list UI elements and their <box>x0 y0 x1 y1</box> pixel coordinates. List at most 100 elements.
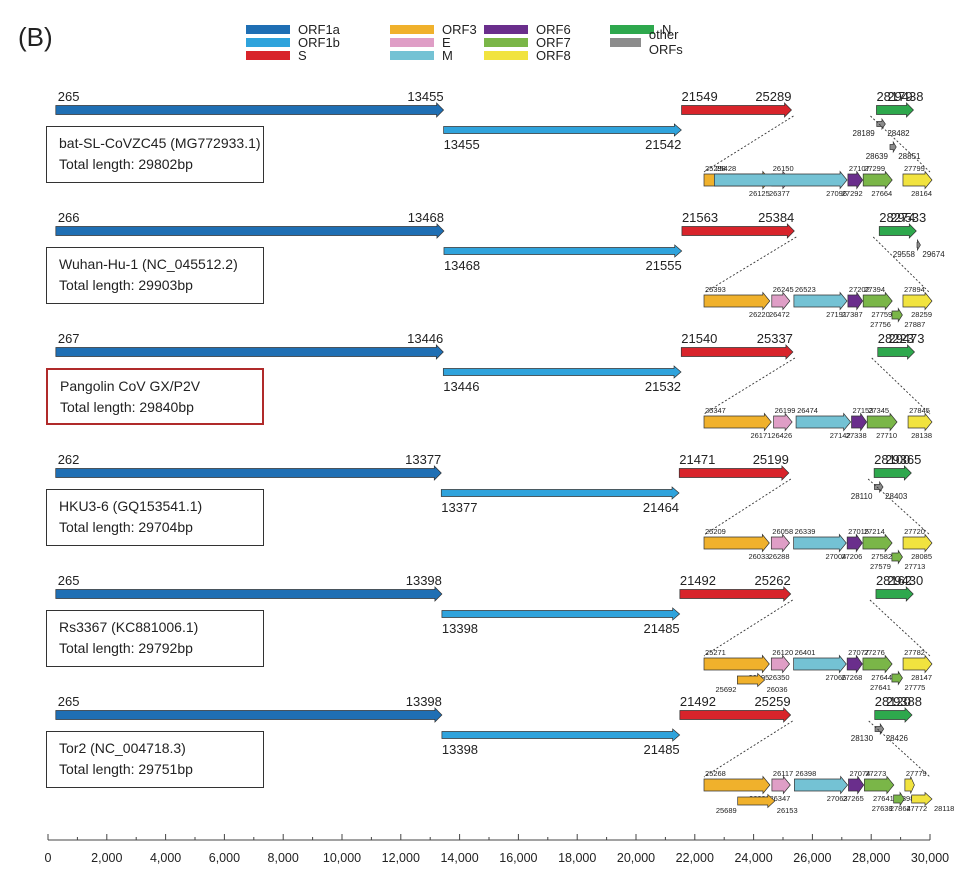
legend-label: M <box>442 47 453 63</box>
legend-item: M <box>390 47 453 63</box>
zoom-gene-arrow <box>862 654 893 674</box>
gene-end-label: 13398 <box>406 573 442 588</box>
small-gene-arrow <box>874 480 884 494</box>
zoom-gene-start-label: 26474 <box>797 406 818 415</box>
gene-arrow-n <box>874 707 913 723</box>
zoom-gene-arrow <box>737 793 776 809</box>
gene-end-label: 25337 <box>757 331 793 346</box>
gene-start-label: 13446 <box>443 379 479 394</box>
legend-item: E <box>390 34 451 50</box>
zoom-gene-end-label: 27775 <box>905 683 926 692</box>
zoom-gene-end-label: 26220 <box>749 310 770 319</box>
zoom-gene-end-label: 26288 <box>769 552 790 561</box>
zoom-gene-start-label: 27579 <box>870 562 891 571</box>
zoom-gene-start-label: 27276 <box>864 648 885 657</box>
genome-info-box: Rs3367 (KC881006.1)Total length: 29792bp <box>46 610 264 667</box>
zoom-guide-line <box>703 599 793 657</box>
small-gene-start-label: 28130 <box>851 734 874 743</box>
zoom-gene-arrow <box>902 291 933 311</box>
x-axis-tick-label: 6,000 <box>209 851 240 865</box>
zoom-gene-start-label: 25393 <box>705 285 726 294</box>
genome-info-box: Tor2 (NC_004718.3)Total length: 29751bp <box>46 731 264 788</box>
zoom-gene-end-label: 27096 <box>826 189 847 198</box>
gene-end-label: 13398 <box>406 694 442 709</box>
zoom-gene-end-label: 26377 <box>769 189 790 198</box>
legend-swatch <box>246 37 290 47</box>
genome-length: Total length: 29792bp <box>59 640 193 656</box>
zoom-gene-arrow <box>793 533 847 553</box>
zoom-gene-end-label: 27387 <box>842 310 863 319</box>
zoom-gene-start-label: 27641 <box>870 683 891 692</box>
zoom-gene-arrow <box>904 776 915 794</box>
legend-swatch <box>484 37 528 47</box>
zoom-guide-line <box>703 720 793 778</box>
small-gene-arrow <box>889 140 897 154</box>
genome-name: Tor2 (NC_004718.3) <box>59 740 186 756</box>
legend-item: ORF3 <box>390 22 477 37</box>
zoom-gene-end-label: 27713 <box>905 562 926 571</box>
zoom-gene-start-label: 27077 <box>848 648 869 657</box>
zoom-gene-end-label: 27772 <box>906 804 927 813</box>
zoom-gene-end-label: 27664 <box>871 189 892 198</box>
zoom-guide-line <box>871 357 931 415</box>
gene-end-label: 29438 <box>887 89 923 104</box>
gene-start-label: 21471 <box>679 452 715 467</box>
legend-label: ORF8 <box>536 47 571 63</box>
zoom-gene-end-label: 26347 <box>769 794 790 803</box>
gene-end-label: 29430 <box>887 573 923 588</box>
zoom-gene-start-label: 26401 <box>795 648 816 657</box>
zoom-gene-arrow <box>891 307 903 323</box>
zoom-gene-end-label: 26426 <box>771 431 792 440</box>
zoom-gene-arrow <box>893 791 905 807</box>
gene-end-label: 29365 <box>885 452 921 467</box>
legend-swatch <box>610 37 641 47</box>
zoom-gene-arrow <box>703 654 770 674</box>
gene-start-label: 266 <box>58 210 80 225</box>
x-axis-tick-label: 10,000 <box>323 851 361 865</box>
zoom-gene-start-label: 27345 <box>868 406 889 415</box>
genome-length: Total length: 29704bp <box>59 519 193 535</box>
x-axis-tick-label: 2,000 <box>91 851 122 865</box>
gene-end-label: 29473 <box>888 331 924 346</box>
zoom-gene-end-label: 28118 <box>934 804 954 813</box>
zoom-gene-end-label: 28164 <box>911 189 932 198</box>
zoom-gene-start-label: 27074 <box>849 769 870 778</box>
legend-label: ORF1a <box>298 21 340 37</box>
zoom-gene-start-label: 25209 <box>705 527 726 536</box>
legend-item: N <box>610 22 671 37</box>
gene-start-label: 21563 <box>682 210 718 225</box>
gene-end-label: 13446 <box>407 331 443 346</box>
zoom-gene-start-label: 27214 <box>864 527 885 536</box>
gene-arrow-s <box>680 344 794 360</box>
zoom-gene-start-label: 27779 <box>906 769 927 778</box>
zoom-gene-arrow <box>862 533 893 553</box>
small-gene-start-label: 28639 <box>866 152 889 161</box>
zoom-gene-arrow <box>847 291 864 311</box>
gene-end-label: 25384 <box>758 210 794 225</box>
x-axis-tick-label: 12,000 <box>382 851 420 865</box>
zoom-gene-start-label: 26398 <box>795 769 816 778</box>
gene-arrow-n <box>875 586 914 602</box>
small-gene-start-label: 28189 <box>853 129 876 138</box>
zoom-gene-start-label: 26150 <box>773 164 794 173</box>
gene-start-label: 265 <box>58 573 80 588</box>
legend-swatch <box>610 24 654 34</box>
legend-item: ORF7 <box>484 35 571 50</box>
gene-start-label: 267 <box>58 331 80 346</box>
zoom-guide-line <box>703 236 797 294</box>
small-gene-end-label: 28482 <box>887 129 910 138</box>
gene-start-label: 21492 <box>680 694 716 709</box>
zoom-gene-arrow <box>770 533 790 553</box>
legend-swatch <box>484 24 528 34</box>
zoom-gene-start-label: 26339 <box>795 527 816 536</box>
genome-length: Total length: 29802bp <box>59 156 193 172</box>
legend-swatch <box>390 50 434 60</box>
legend-label: E <box>442 34 451 50</box>
gene-start-label: 28162 <box>876 573 912 588</box>
zoom-gene-start-label: 27273 <box>865 769 886 778</box>
zoom-gene-arrow <box>911 791 933 807</box>
legend-item: S <box>246 48 307 63</box>
gene-arrow-orf1a <box>55 465 442 481</box>
gene-end-label: 25289 <box>755 89 791 104</box>
